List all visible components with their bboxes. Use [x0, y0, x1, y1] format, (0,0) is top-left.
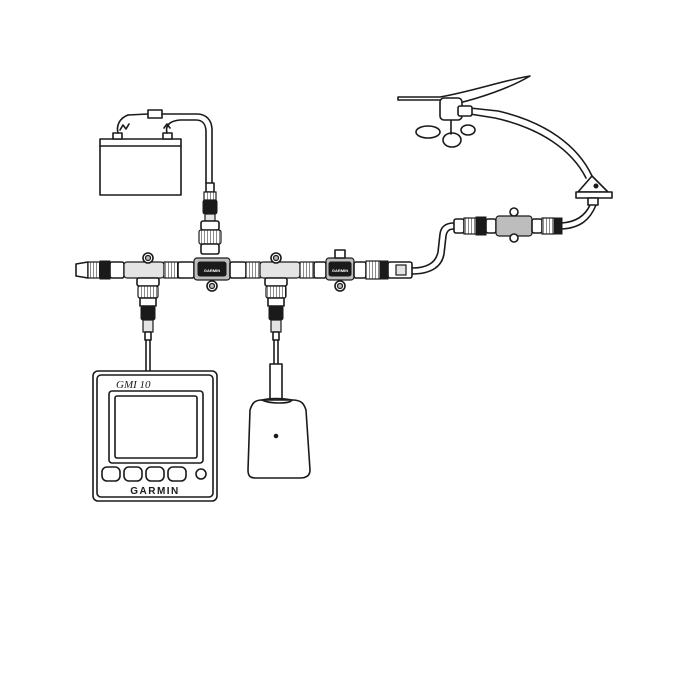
- tee-connector-power: GARMIN: [194, 258, 230, 291]
- wind-cable-adapter: [380, 261, 412, 279]
- display-brand-label: GARMIN: [130, 486, 180, 497]
- coupler: [246, 262, 260, 278]
- sensor-housing: [248, 400, 310, 478]
- tee-connector-spare: GARMIN: [326, 250, 354, 291]
- anemometer-cup: [416, 126, 440, 138]
- display-drop-cable: [138, 286, 158, 372]
- battery-body: [100, 139, 181, 195]
- tee-brand-label: GARMIN: [332, 268, 348, 273]
- wind-sensor-mount: [578, 176, 608, 192]
- coupler: [300, 262, 314, 278]
- gmi10-display: GMI 10 GARMIN: [93, 371, 217, 501]
- power-drop-connector: [199, 183, 221, 254]
- sensor-module: [248, 399, 310, 479]
- battery-terminal-positive: [163, 133, 172, 139]
- tee-connector-display: [124, 253, 164, 286]
- tee-connector-wind: [496, 216, 532, 236]
- tee-connector-sensor: [260, 253, 300, 286]
- battery-terminal-negative: [113, 133, 122, 139]
- terminator-left: [76, 261, 124, 279]
- display-screen: [115, 396, 197, 458]
- tee-brand-label: GARMIN: [204, 268, 220, 273]
- display-model-label: GMI 10: [116, 379, 151, 391]
- backbone: GARMIN GARMIN: [76, 250, 412, 291]
- display-power-button: [196, 469, 206, 479]
- display-softkey-2: [124, 467, 142, 481]
- anemometer-cup: [461, 125, 475, 135]
- display-softkey-4: [168, 467, 186, 481]
- coupler: [366, 261, 380, 279]
- sensor-drop-cable: [266, 286, 286, 400]
- wind-vane: [398, 76, 530, 104]
- display-softkey-1: [102, 467, 120, 481]
- wind-sensor: [398, 76, 612, 205]
- display-softkey-3: [146, 467, 164, 481]
- battery: [100, 133, 181, 195]
- coupler: [164, 262, 178, 278]
- fuse: [148, 110, 162, 118]
- anemometer-cup: [443, 133, 461, 147]
- wind-sensor-cable: [412, 205, 596, 274]
- sensor-led: [274, 434, 278, 438]
